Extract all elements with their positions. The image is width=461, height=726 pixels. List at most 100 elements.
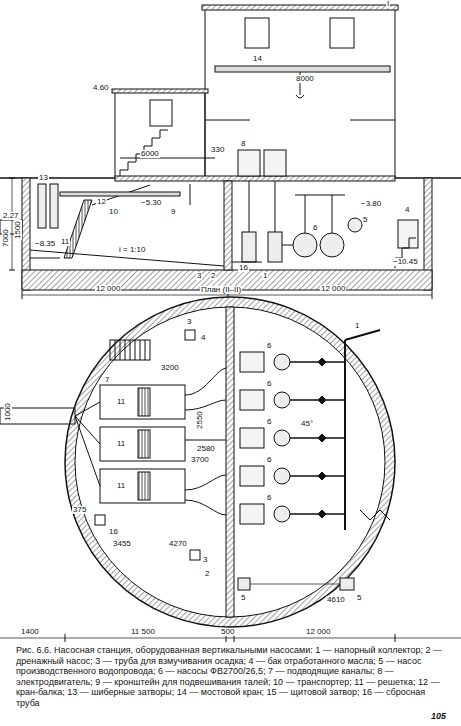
pump-units-part [318,396,326,404]
dimension-label: 3200 [160,364,180,372]
callout-number: 12 [96,198,107,206]
callout-number: 14 [252,55,263,63]
callout-number: 10 [108,208,119,216]
pump-units-part [318,472,326,480]
pump-units-part [274,354,290,370]
plan-view-part [65,297,395,627]
section-view-part [245,18,269,48]
section-view-part [12,178,13,270]
pump-units-part [240,390,264,410]
section-view-part [305,195,306,233]
section-view-part [320,233,344,257]
section-view-part [112,89,208,93]
pump-units-part [274,468,290,484]
dimension-label: 1500 [14,220,22,240]
dimension-label: 11 500 [130,628,156,636]
callout-number: 16 [108,528,119,536]
plan-view-part [226,307,234,617]
dimension-label: 4270 [168,540,188,548]
dimension-label: 1000 [4,402,12,422]
section-view-part [232,262,262,263]
section-view-part [348,218,362,232]
callout-number: 5 [362,216,368,224]
plan-view-part [95,515,105,525]
dimension-label: −5.30 [140,199,162,207]
plan-view-part [138,430,150,458]
section-view-part [350,120,395,121]
section-view-part [249,181,250,232]
pump-units-part [274,430,290,446]
plan-view-part [110,340,150,360]
section-view-part [115,92,205,178]
plan-view-part [75,402,100,416]
section-view-part [9,270,15,271]
section-view-part [30,258,60,259]
callout-number: 1 [354,322,360,330]
plan-view-part [185,368,226,395]
section-view-part [264,150,286,176]
pump-units-part [240,504,264,524]
dimension-label: 4.60 [92,84,110,92]
plan-view-part [0,638,461,639]
pump-units-part [318,434,326,442]
section-view-part [50,184,58,228]
dimension-label: 7000 [2,228,10,248]
dimension-label: 2550 [196,410,204,430]
callout-number: 11 [116,440,126,448]
callout-number: 6 [266,418,272,426]
dimension-label: 8000 [295,75,315,83]
callout-number: 2 [204,570,210,578]
dimension-label: I [386,0,390,8]
plan-view-part [100,427,185,461]
plan-view-part [395,634,396,642]
callout-number: 16 [238,264,249,272]
plan-view-part [185,330,195,340]
callout-number: 5 [240,594,246,602]
section-view [0,5,461,299]
dimension-label: 1400 [20,628,40,636]
section-view-part [242,232,256,262]
dimension-label: 500 [220,628,235,636]
section-view-part [202,5,398,10]
dimension-label: План (II–II) [200,286,242,294]
plan-view-part [340,578,354,590]
plan-view-part [190,550,200,560]
dimension-label: 3700 [190,456,210,464]
plan-view-part [138,388,150,416]
callout-number: 4 [404,206,410,214]
dimension-label: 2.27 [2,212,20,220]
callout-number: 6 [266,494,272,502]
dimension-label: 12 000 [320,285,346,293]
plan-view-part [75,307,385,617]
dimension-label: 45° [300,420,314,428]
section-view-part [205,8,395,178]
plan-view-part [250,584,340,585]
callout-number: 5 [356,594,362,602]
dimension-label: 4610 [326,596,346,604]
dimension-label: 12 000 [305,628,331,636]
page-number: 105 [430,712,447,721]
plan-view-part [138,472,150,500]
callout-number: 7 [104,376,110,384]
section-view-part [22,291,23,299]
plan-view-part [75,416,100,444]
callout-number: 11 [116,398,126,406]
plan-view-part [185,475,226,490]
section-view-part [190,184,191,205]
plan-view-part [115,340,145,360]
section-view-part [0,177,115,178]
callout-number: 6 [266,380,272,388]
plan-view-part [345,330,380,340]
pump-units-part [240,352,264,372]
section-view-part [115,176,395,181]
section-view-part [120,130,168,178]
pump-units-part [274,506,290,522]
plan-view-part [344,340,346,530]
callout-number: 11 [60,238,70,246]
pump-units-part [274,392,290,408]
callout-number: 6 [266,456,272,464]
callout-number: 9 [170,208,176,216]
figure-caption: Рис. 6.6. Насосная станция, оборудованна… [16,645,444,709]
callout-number: 6 [312,224,318,232]
